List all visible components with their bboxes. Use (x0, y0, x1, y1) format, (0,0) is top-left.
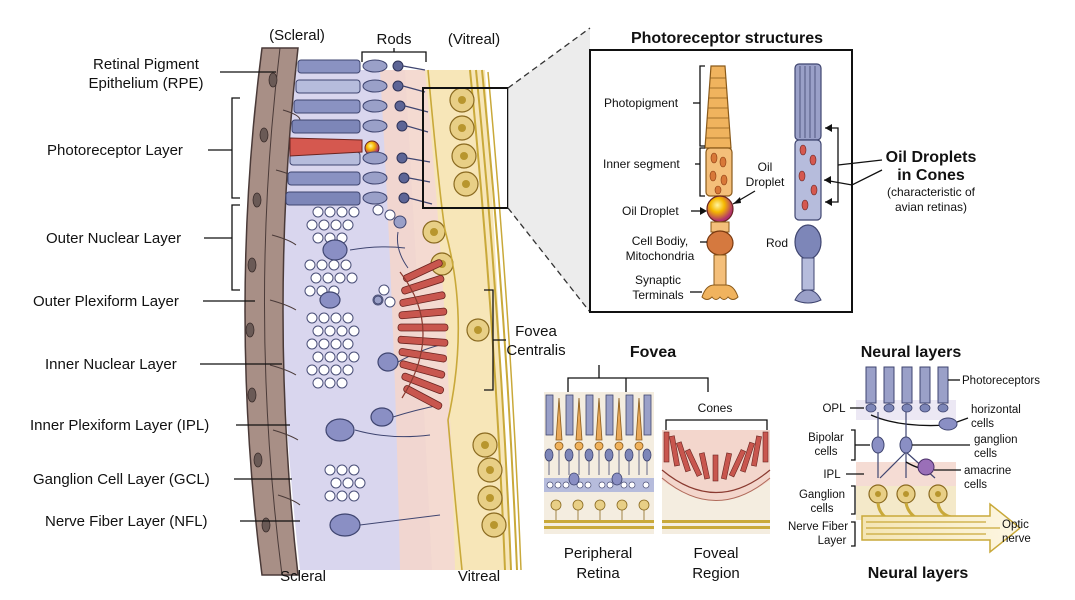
label-rods-top: Rods (376, 31, 411, 48)
fovea-panel-title: Fovea (630, 344, 676, 361)
oil-droplets-note-1: (characteristic of (887, 185, 976, 199)
label-oil-droplet-right-1: Oil (758, 160, 773, 174)
amacrine-cell (917, 458, 935, 476)
neural-title-top: Neural layers (861, 344, 962, 361)
label-synaptic-1: Synaptic (635, 273, 681, 287)
cone-oil-droplet (706, 195, 734, 223)
neural-label-ganglion-2: cells (810, 503, 833, 515)
label-inner-segment: Inner segment (603, 157, 680, 171)
cone-synaptic-terminal (701, 284, 739, 300)
oil-droplets-title-2: in Cones (897, 167, 965, 184)
peripheral-label-1: Peripheral (564, 545, 632, 562)
rod-inner-segment (794, 139, 822, 221)
neural-label-bipolar-1: Bipolar (808, 432, 844, 444)
peripheral-label-2: Retina (576, 565, 620, 582)
label-vitreal-top: (Vitreal) (448, 31, 500, 48)
layer-label-inl: Inner Nuclear Layer (45, 356, 177, 373)
neural-label-nfl-1: Nerve Fiber (788, 521, 848, 533)
layer-label-photoreceptor: Photoreceptor Layer (47, 142, 183, 159)
neural-label-nfl-2: Layer (818, 535, 847, 547)
neural-title-bottom: Neural layers (868, 565, 969, 582)
neural-label-ganglion-right-1: ganglion (974, 434, 1017, 446)
rod-cell-body (794, 224, 822, 260)
fovea-centralis-label-1: Fovea (515, 323, 557, 340)
neural-layers-panel: Neural layers Neural layers (788, 344, 1040, 582)
neural-label-optic-2: nerve (1002, 533, 1031, 545)
peripheral-photoreceptors (544, 394, 654, 529)
label-rod: Rod (766, 236, 788, 250)
red-cone (289, 137, 363, 157)
neural-label-ipl: IPL (823, 469, 841, 481)
fovea-centralis-label-2: Centralis (506, 342, 565, 359)
label-scleral-top: (Scleral) (269, 27, 325, 44)
rod-synaptic-terminal (794, 289, 822, 304)
label-scleral-bottom: Scleral (280, 568, 326, 585)
cone-outer-segment (704, 65, 732, 149)
layer-label-gcl: Ganglion Cell Layer (GCL) (33, 471, 210, 488)
layer-label-rpe-1: Retinal Pigment (93, 56, 200, 73)
label-vitreal-bottom: Vitreal (458, 568, 500, 585)
foveal-label-2: Region (692, 565, 740, 582)
nuclear-granules (304, 204, 396, 502)
label-photopigment: Photopigment (604, 96, 679, 110)
retina-cross-section (244, 27, 591, 576)
neural-label-opl: OPL (822, 403, 846, 415)
neural-label-amacrine-1: amacrine (964, 465, 1011, 477)
label-cell-body-1: Cell Bodiy, (632, 234, 688, 248)
fovea-panel: Fovea (544, 344, 771, 582)
photoreceptor-panel-title: Photoreceptor structures (631, 30, 823, 47)
foveal-region (661, 430, 771, 534)
neural-label-amacrine-2: cells (964, 479, 987, 491)
cone-cell-body (706, 230, 734, 256)
layer-label-opl: Outer Plexiform Layer (33, 293, 179, 310)
rod-outer-segment (794, 63, 822, 141)
neural-label-ganglion-right-2: cells (974, 448, 997, 460)
zoom-beam (508, 28, 590, 312)
neural-label-bipolar-2: cells (814, 446, 837, 458)
layer-label-rpe-2: Epithelium (RPE) (88, 75, 203, 92)
label-cell-body-2: Mitochondria (626, 249, 695, 263)
oil-droplets-callout: Oil Droplets in Cones (characteristic of… (823, 124, 977, 214)
rods-row (285, 59, 361, 206)
neural-label-horizontal-1: horizontal (971, 404, 1021, 416)
label-oil-droplet-right-2: Droplet (746, 175, 785, 189)
layer-label-ipl: Inner Plexiform Layer (IPL) (30, 417, 209, 434)
layer-labels: Retinal Pigment Epithelium (RPE) Photore… (30, 56, 300, 530)
neural-label-optic-1: Optic (1002, 519, 1029, 531)
neural-label-photoreceptors: Photoreceptors (962, 375, 1040, 387)
oil-droplets-note-2: avian retinas) (895, 200, 967, 214)
fovea-cones-label: Cones (698, 401, 733, 415)
layer-label-onl: Outer Nuclear Layer (46, 230, 181, 247)
label-oil-droplet: Oil Droplet (622, 204, 679, 218)
photoreceptor-panel: Photoreceptor structures (589, 30, 853, 313)
label-synaptic-2: Terminals (632, 288, 683, 302)
foveal-label-1: Foveal (693, 545, 738, 562)
oil-droplets-title-1: Oil Droplets (886, 149, 977, 166)
neural-label-horizontal-2: cells (971, 418, 994, 430)
layer-label-nfl: Nerve Fiber Layer (NFL) (45, 513, 208, 530)
neural-label-ganglion-1: Ganglion (799, 489, 845, 501)
horizontal-cell (938, 417, 958, 431)
